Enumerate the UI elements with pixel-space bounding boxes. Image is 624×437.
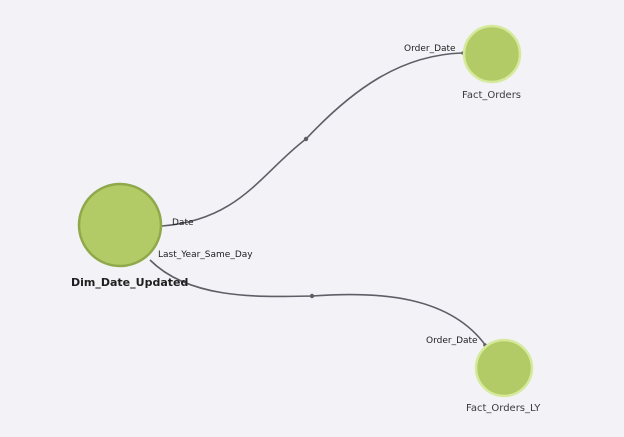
edge-label-order-date-fact-orders: Order_Date: [404, 44, 456, 54]
table-node-fact-orders-ly[interactable]: [474, 338, 534, 398]
relationship-edge-date-to-fact-orders[interactable]: [161, 52, 463, 227]
edge-label-last-year-same-day: Last_Year_Same_Day: [158, 250, 253, 260]
edge-midpoint-marker: [303, 136, 309, 142]
edge-midpoint-marker: [309, 293, 315, 299]
table-node-dim-date-updated[interactable]: [77, 182, 163, 268]
table-node-fact-orders[interactable]: [462, 24, 522, 84]
relationship-edge-lysd-to-fact-orders-ly[interactable]: [149, 259, 487, 347]
edge-label-date: Date: [172, 218, 194, 228]
edge-label-order-date-fact-orders-ly: Order_Date: [426, 336, 478, 346]
node-label-dim-date-updated: Dim_Date_Updated: [71, 276, 189, 289]
node-label-fact-orders: Fact_Orders: [462, 90, 522, 101]
node-label-fact-orders-ly: Fact_Orders_LY: [466, 403, 541, 414]
